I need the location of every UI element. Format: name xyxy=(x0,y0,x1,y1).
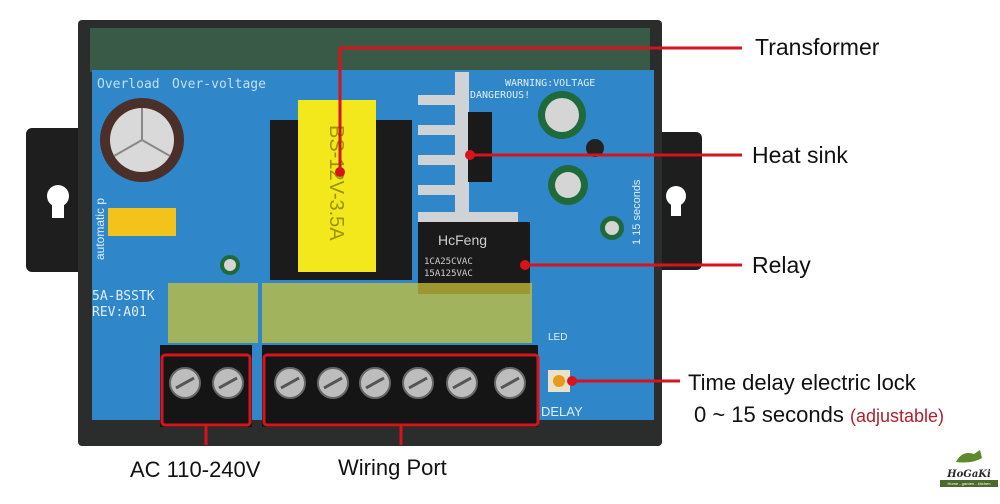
screw-slot xyxy=(408,376,428,390)
screw-slot xyxy=(452,376,472,390)
logo-brand: HoGaKi xyxy=(947,469,991,480)
led-text: LED xyxy=(548,332,567,343)
wiring-port-label: Wiring Port xyxy=(338,455,447,480)
time-delay-label: Time delay electric lock xyxy=(688,370,916,395)
screw-slot xyxy=(218,376,238,390)
transformer-mark: BS-12V-3.5A xyxy=(325,125,347,241)
transformer-leader xyxy=(338,46,742,172)
wiring-terminal-block xyxy=(262,345,538,427)
screw-slot xyxy=(175,376,195,390)
relay: HcFeng 1CA25CVAC 15A125VAC xyxy=(418,222,530,294)
capacitors-right xyxy=(220,91,624,275)
relay-brand: HcFeng xyxy=(438,232,487,248)
ac-input-label: AC 110-240V xyxy=(130,457,261,482)
logo-tagline: Home - garden - kitchen xyxy=(940,480,998,487)
seconds-text: 1 15 seconds xyxy=(631,179,643,245)
screw-slot xyxy=(280,376,300,390)
screw-slot xyxy=(323,376,343,390)
delay-text: DELAY xyxy=(541,404,583,419)
terminal-cover-right xyxy=(262,283,532,343)
x-capacitor xyxy=(108,208,176,236)
transformer-label: Transformer xyxy=(755,34,880,60)
relay-spec: 1CA25CVAC xyxy=(424,257,473,267)
terminal-cover-left xyxy=(168,283,258,343)
time-range-label: 0 ~ 15 seconds (adjustable) xyxy=(694,402,944,428)
adjustable-note: (adjustable) xyxy=(849,406,945,426)
dangerous-text: DANGEROUS! xyxy=(470,90,530,101)
warning-text: WARNING:VOLTAGE xyxy=(505,78,595,89)
annotation-lines xyxy=(160,46,742,445)
heat-sink-label: Heat sink xyxy=(752,142,848,168)
transformer: BS-12V-3.5A xyxy=(270,100,412,280)
overload-text: Overload xyxy=(97,77,160,92)
rev-text: REV:A01 xyxy=(92,305,147,320)
relay-spec: 15A125VAC xyxy=(424,269,473,279)
side-text: automatic p xyxy=(93,198,107,260)
heat-sink xyxy=(418,72,518,227)
brand-logo: HoGaKi Home - garden - kitchen xyxy=(940,448,998,487)
relay-label: Relay xyxy=(752,252,811,278)
time-range: 0 ~ 15 seconds xyxy=(694,402,844,427)
screw-slot xyxy=(365,376,385,390)
model-text: 5A-BSSTK xyxy=(92,289,155,304)
screw-slot xyxy=(500,376,520,390)
capacitor xyxy=(100,98,184,182)
over-voltage-text: Over-voltage xyxy=(172,77,266,92)
house-leaf-icon xyxy=(956,450,982,463)
